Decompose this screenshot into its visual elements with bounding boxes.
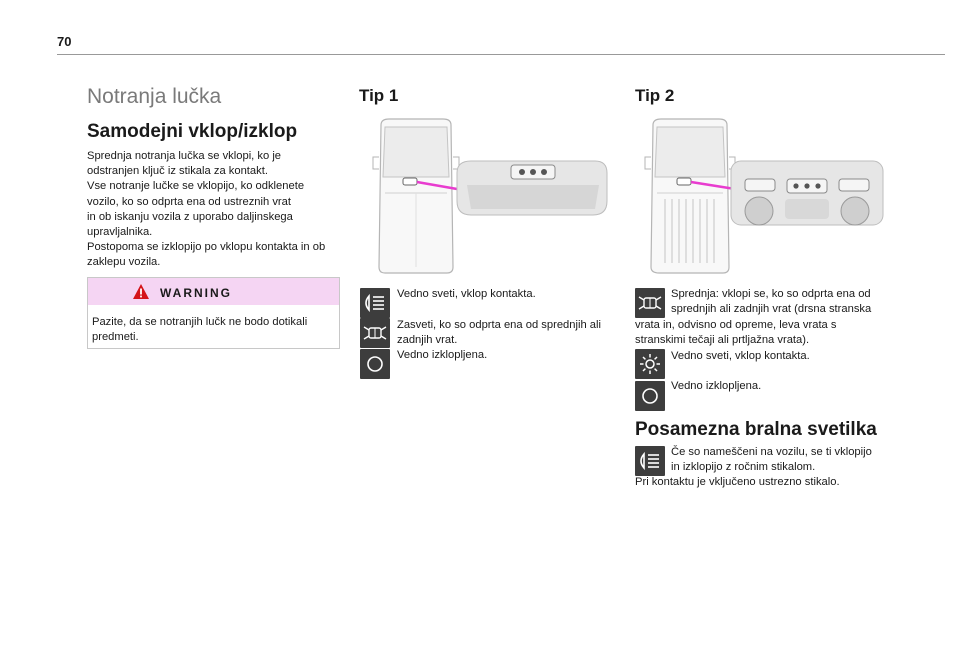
sun-icon xyxy=(640,354,660,374)
tip1-icon-doors xyxy=(360,318,390,348)
off-circle-icon xyxy=(367,356,383,372)
warning-header: WARNING xyxy=(88,278,339,305)
tip2-icon-off xyxy=(635,381,665,411)
tip2-icon-doors xyxy=(635,288,665,318)
van-ceiling-illustration-tip1 xyxy=(372,118,608,274)
van-ceiling-illustration-tip2 xyxy=(644,118,884,274)
text-line: sprednjih ali zadnjih vrat (drsna strans… xyxy=(671,303,872,316)
text-line: stranskimi tečaji ali prtljažna vrata). xyxy=(635,334,810,347)
text-line: vrata in, odvisno od opreme, leva vrata … xyxy=(635,319,837,331)
text-line: odstranjen ključ iz stikala za kontakt. xyxy=(87,165,268,178)
text-line: upravljalnika. xyxy=(87,226,153,239)
warning-title: WARNING xyxy=(160,286,232,300)
text-line: Vse notranje lučke se vklopijo, ko odkle… xyxy=(87,180,305,193)
section-title: Notranja lučka xyxy=(87,85,222,108)
text-line: Sprednja notranja lučka se vklopi, ko je xyxy=(87,150,282,162)
reading-lamp-heading: Posamezna bralna svetilka xyxy=(635,419,877,440)
text-line: Vedno sveti, vklop kontakta. xyxy=(397,288,536,300)
headlamp-icon xyxy=(365,293,384,313)
text-line: zadnjih vrat. xyxy=(397,334,458,347)
tip1-icon-headlamp xyxy=(360,288,390,318)
auto-paragraph: Sprednja notranja lučka se vklopi, ko je… xyxy=(87,149,349,271)
tip1-title: Tip 1 xyxy=(359,86,399,105)
car-doors-icon xyxy=(638,296,662,310)
reading-lamp-text-b: Pri kontaktu je vključeno ustrezno stika… xyxy=(635,475,840,490)
auto-heading: Samodejni vklop/izklop xyxy=(87,121,298,142)
text-line: Postopoma se izklopijo po vklopu kontakt… xyxy=(87,241,326,254)
warning-box: WARNING Pazite, da se notranjih lučk ne … xyxy=(87,277,340,349)
text-line: Vedno sveti, vklop kontakta. xyxy=(671,350,810,362)
reading-lamp-text-a: Če so nameščeni na vozilu, se ti vklopij… xyxy=(671,445,872,475)
tip2-title: Tip 2 xyxy=(635,86,675,105)
text-line: Če so nameščeni na vozilu, se ti vklopij… xyxy=(671,446,872,458)
text-line: in izklopijo z ročnim stikalom. xyxy=(671,461,816,474)
headlamp-icon xyxy=(640,451,659,471)
tip2-item-1-text-a: Sprednja: vklopi se, ko so odprta ena od… xyxy=(671,287,871,317)
text-line: Pri kontaktu je vključeno ustrezno stika… xyxy=(635,476,840,488)
off-circle-icon xyxy=(642,388,658,404)
text-line: predmeti. xyxy=(92,331,139,344)
tip1-item-2-text: Zasveti, ko so odprta ena od sprednjih a… xyxy=(397,318,601,364)
text-line: Vedno izklopljena. xyxy=(671,380,762,392)
page-number: 70 xyxy=(57,34,72,49)
text-line: zaklepu vozila. xyxy=(87,256,161,269)
warning-text: Pazite, da se notranjih lučk ne bodo dot… xyxy=(92,315,332,345)
tip2-item-1-text-b: vrata in, odvisno od opreme, leva vrata … xyxy=(635,318,836,348)
car-doors-icon xyxy=(363,326,387,340)
warning-triangle-icon xyxy=(133,284,149,299)
header-divider xyxy=(57,54,945,55)
reading-lamp-icon-box xyxy=(635,446,665,476)
text-line: Vedno izklopljena. xyxy=(397,349,488,362)
tip2-item-3-text: Vedno izklopljena. xyxy=(671,379,761,394)
text-line: vozilo, ko so odprta ena od ustreznih vr… xyxy=(87,195,291,208)
text-line: Pazite, da se notranjih lučk ne bodo dot… xyxy=(92,316,308,328)
text-line: Zasveti, ko so odprta ena od sprednjih a… xyxy=(397,319,601,331)
text-line: Sprednja: vklopi se, ko so odprta ena od xyxy=(671,288,871,300)
tip1-icon-off xyxy=(360,349,390,379)
tip2-item-2-text: Vedno sveti, vklop kontakta. xyxy=(671,349,810,364)
tip2-icon-sun xyxy=(635,349,665,379)
tip1-item-1-text: Vedno sveti, vklop kontakta. xyxy=(397,287,536,302)
text-line: in ob iskanju vozila z uporabo daljinske… xyxy=(87,210,293,223)
